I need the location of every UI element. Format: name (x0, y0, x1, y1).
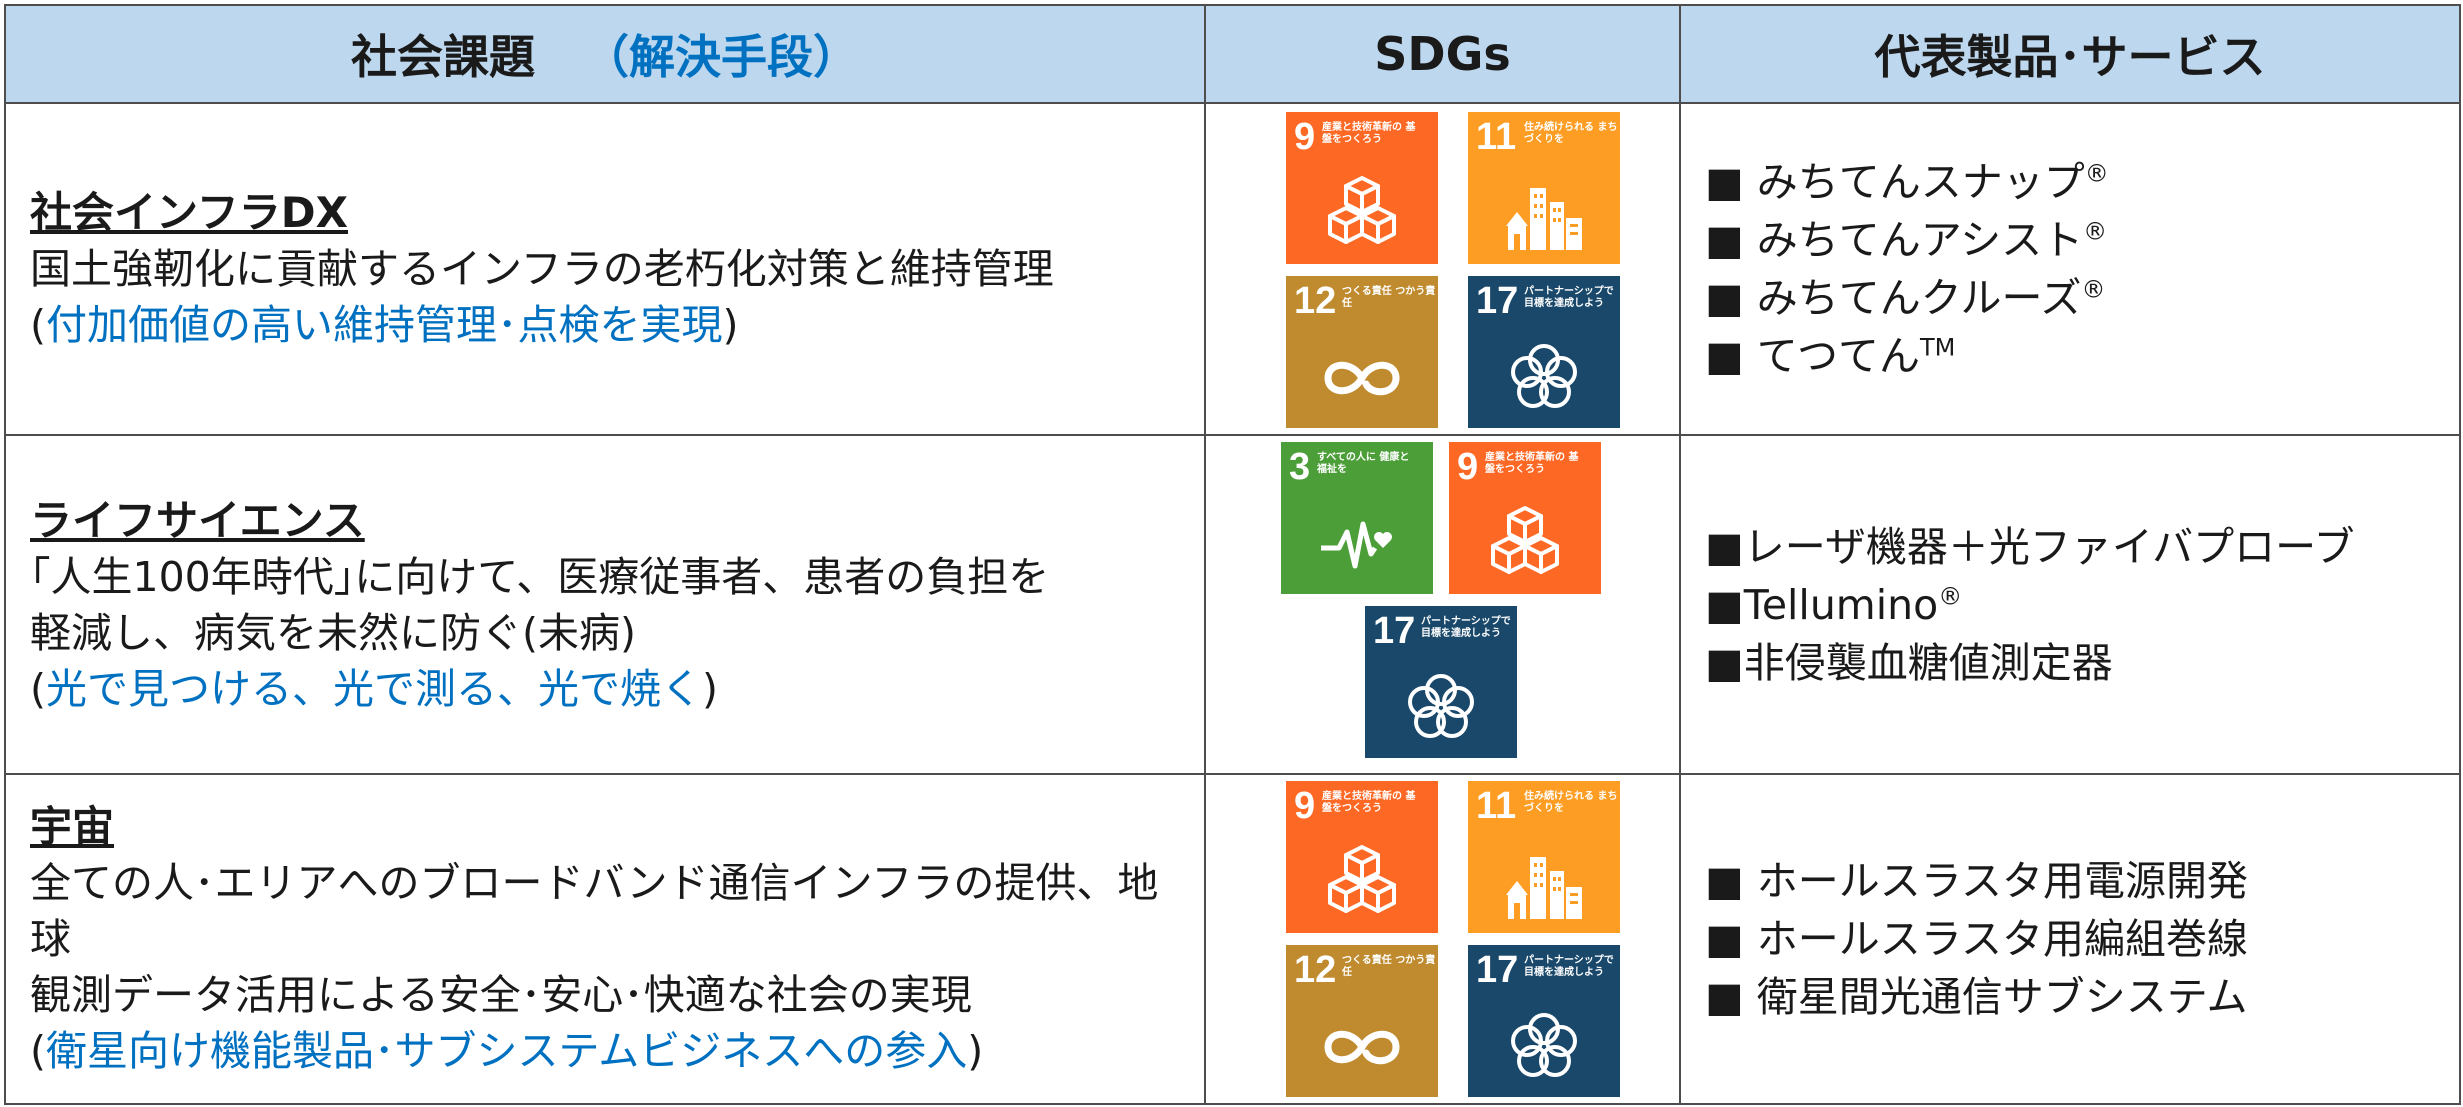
header-paren: （解決手段） (583, 30, 860, 84)
sdg-pictogram (1511, 344, 1577, 408)
product-item: ■ みちてんアシスト® (1705, 216, 2108, 264)
sdg-number: 17 (1476, 280, 1519, 322)
sdg9-icon: 9 産業と技術革新の 基盤をつくろう (1286, 112, 1438, 264)
issue-text: 国土強靭化に貢献するインフラの老朽化対策と維持管理 (30, 245, 1054, 293)
sdgs-table: 社会課題 （解決手段） SDGs 代表製品･サービス 社会インフラDX 国土強靭… (4, 4, 2461, 1105)
sdg9-icon: 9 産業と技術革新の 基盤をつくろう (1286, 781, 1438, 933)
sdg-label: つくる責任 つかう責任 (1342, 286, 1436, 309)
sdg11-icon: 11 住み続けられる まちづくりを (1468, 112, 1620, 264)
sdg-pictogram (1408, 674, 1474, 738)
issue-cell: 宇宙 全ての人･エリアへのブロードバンド通信インフラの提供、地球 観測データ活用… (4, 773, 1206, 1105)
sdg-number: 3 (1289, 446, 1311, 488)
issue-text: 軽減し、病気を未然に防ぐ(未病) (30, 608, 636, 657)
sdg-pictogram (1328, 845, 1396, 913)
issue-text: 観測データ活用による安全･安心･快適な社会の実現 (30, 971, 972, 1019)
sdg11-icon: 11 住み続けられる まちづくりを (1468, 781, 1620, 933)
product-item: ■ みちてんスナップ® (1705, 158, 2109, 206)
sdg-pictogram (1324, 361, 1400, 396)
product-item: ■ ホールスラスタ用電源開発 (1705, 857, 2248, 905)
products-cell: ■レーザ機器＋光ファイバプローブ ■Tellumino® ■非侵襲血糖値測定器 (1679, 434, 2461, 775)
issue-cell: ライフサイエンス ｢人生100年時代｣に向けて、医療従事者、患者の負担を 軽減し… (4, 434, 1206, 775)
sdg-number: 17 (1373, 610, 1416, 652)
sdg-pictogram (1506, 857, 1582, 919)
sdg-number: 11 (1476, 785, 1517, 827)
sdg-label: パートナーシップで 目標を達成しよう (1524, 955, 1614, 978)
sdg-label: 住み続けられる まちづくりを (1524, 791, 1618, 814)
issue-title: 宇宙 (30, 802, 115, 851)
sdg-pictogram (1328, 176, 1396, 244)
sdg-number: 9 (1457, 446, 1479, 488)
sdg-pictogram (1491, 506, 1559, 574)
header-products: 代表製品･サービス (1679, 4, 2461, 104)
header-row: 社会課題 （解決手段） SDGs 代表製品･サービス (4, 4, 2461, 104)
issue-title: ライフサイエンス (30, 495, 365, 545)
sdg-label: 産業と技術革新の 基盤をつくろう (1322, 122, 1416, 145)
sdg-label: パートナーシップで 目標を達成しよう (1524, 286, 1614, 309)
table-row: 宇宙 全ての人･エリアへのブロードバンド通信インフラの提供、地球 観測データ活用… (4, 773, 2461, 1105)
sdg-label: すべての人に 健康と福祉を (1317, 452, 1410, 475)
table-row: 社会インフラDX 国土強靭化に貢献するインフラの老朽化対策と維持管理 (付加価値… (4, 102, 2461, 436)
issue-text: ｢人生100年時代｣に向けて、医療従事者、患者の負担を (30, 552, 1050, 601)
sdg-number: 12 (1294, 949, 1337, 991)
sdg-number: 9 (1294, 116, 1316, 158)
product-item: ■Tellumino® (1705, 580, 1963, 629)
sdg-label: パートナーシップで 目標を達成しよう (1421, 616, 1511, 639)
sdg-number: 9 (1294, 785, 1316, 827)
issue-title: 社会インフラDX (30, 188, 348, 237)
sdg-number: 11 (1476, 116, 1517, 158)
header-issue: 社会課題 （解決手段） (4, 4, 1206, 104)
sdg-label: 住み続けられる まちづくりを (1524, 122, 1618, 145)
product-item: ■ みちてんクルーズ® (1705, 274, 2106, 322)
issue-text: 全ての人･エリアへのブロードバンド通信インフラの提供、地球 (30, 859, 1159, 963)
issue-solution: (光で見つける、光で測る、光で焼く) (30, 664, 718, 713)
header-sdgs: SDGs (1204, 4, 1681, 104)
product-item: ■ ホールスラスタ用編組巻線 (1705, 915, 2248, 963)
sdg-label: つくる責任 つかう責任 (1342, 955, 1436, 978)
product-item: ■ てつてんTM (1705, 332, 1956, 380)
sdg-number: 17 (1476, 949, 1519, 991)
issue-cell: 社会インフラDX 国土強靭化に貢献するインフラの老朽化対策と維持管理 (付加価値… (4, 102, 1206, 436)
product-item: ■レーザ機器＋光ファイバプローブ (1705, 522, 2355, 571)
product-item: ■非侵襲血糖値測定器 (1705, 638, 2113, 687)
products-cell: ■ みちてんスナップ® ■ みちてんアシスト® ■ みちてんクルーズ® ■ てつ… (1679, 102, 2461, 436)
sdg3-icon: 3 すべての人に 健康と福祉を (1281, 442, 1433, 594)
table-row: ライフサイエンス ｢人生100年時代｣に向けて、医療従事者、患者の負担を 軽減し… (4, 434, 2461, 775)
product-item: ■ 衛星間光通信サブシステム (1705, 973, 2248, 1021)
sdg-label: 産業と技術革新の 基盤をつくろう (1322, 791, 1416, 814)
issue-solution: (付加価値の高い維持管理･点検を実現) (30, 301, 739, 349)
sdg9-icon: 9 産業と技術革新の 基盤をつくろう (1449, 442, 1601, 594)
sdg-pictogram (1324, 1030, 1400, 1065)
sdg-label: 産業と技術革新の 基盤をつくろう (1485, 452, 1579, 475)
sdg-pictogram (1506, 188, 1582, 250)
sdg-number: 12 (1294, 280, 1337, 322)
sdg-pictogram (1511, 1013, 1577, 1077)
issue-solution: (衛星向け機能製品･サブシステムビジネスへの参入) (30, 1027, 984, 1075)
sdg-pictogram (1321, 521, 1392, 569)
products-cell: ■ ホールスラスタ用電源開発 ■ ホールスラスタ用編組巻線 ■ 衛星間光通信サブ… (1679, 773, 2461, 1105)
